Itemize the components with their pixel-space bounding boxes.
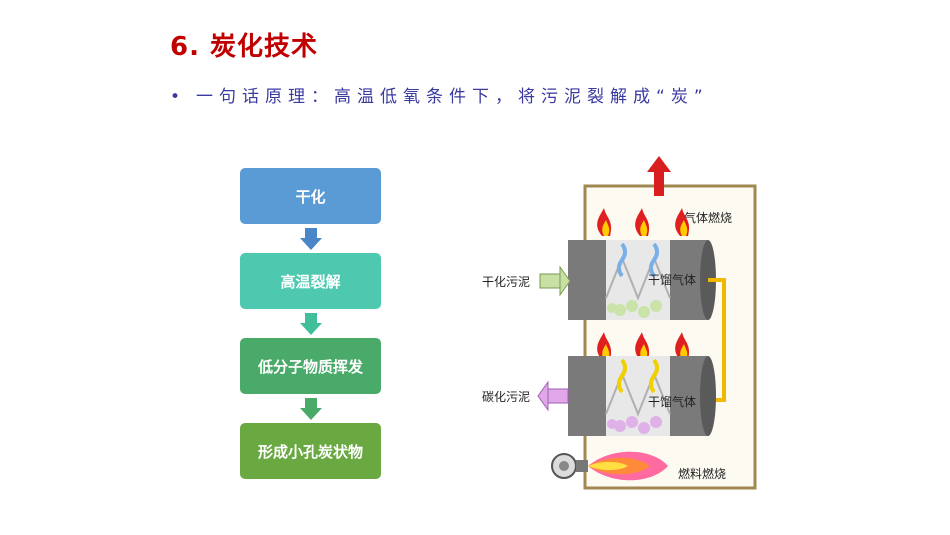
- down-arrow-icon: [300, 398, 322, 420]
- sludge-input-arrow-icon: [539, 265, 571, 297]
- dry-gas-label-top: 干馏气体: [648, 272, 696, 287]
- down-arrow-icon: [300, 313, 322, 335]
- fuel-burn-label: 燃料燃烧: [678, 466, 726, 481]
- flow-step-pyrolysis: 高温裂解: [240, 253, 381, 309]
- flame-icon: [635, 208, 650, 236]
- exhaust-arrow-icon: [647, 156, 671, 196]
- flow-step-drying: 干化: [240, 168, 381, 224]
- flow-step-volatilization: 低分子物质挥发: [240, 338, 381, 394]
- dry-gas-label-bottom: 干馏气体: [648, 394, 696, 409]
- bullet-dot-icon: •: [170, 87, 181, 107]
- slide-title: 6. 炭化技术: [170, 32, 319, 62]
- flame-icon: [675, 208, 690, 236]
- carbon-sludge-label: 碳化污泥: [482, 390, 530, 404]
- carbonization-diagram: 气体燃烧 干馏气体 干化污泥: [482, 156, 757, 490]
- upper-drum: 干馏气体: [568, 240, 716, 320]
- principle-text: 一句话原理：高温低氧条件下，将污泥裂解成“炭”: [196, 87, 709, 107]
- furnace-wall: [583, 184, 757, 490]
- flame-icon: [597, 208, 612, 236]
- burner-icon: [551, 453, 588, 479]
- down-arrow-icon: [300, 228, 322, 250]
- gas-transfer-path: [708, 278, 726, 402]
- lower-drum: 干馏气体: [568, 356, 716, 436]
- sludge-output-arrow-icon: [537, 380, 569, 412]
- dry-sludge-label: 干化污泥: [482, 275, 530, 289]
- gas-burn-label: 气体燃烧: [684, 210, 732, 225]
- burner-flame-icon: [588, 451, 668, 481]
- principle-bullet: • 一句话原理：高温低氧条件下，将污泥裂解成“炭”: [170, 82, 709, 107]
- flow-step-porous-char: 形成小孔炭状物: [240, 423, 381, 479]
